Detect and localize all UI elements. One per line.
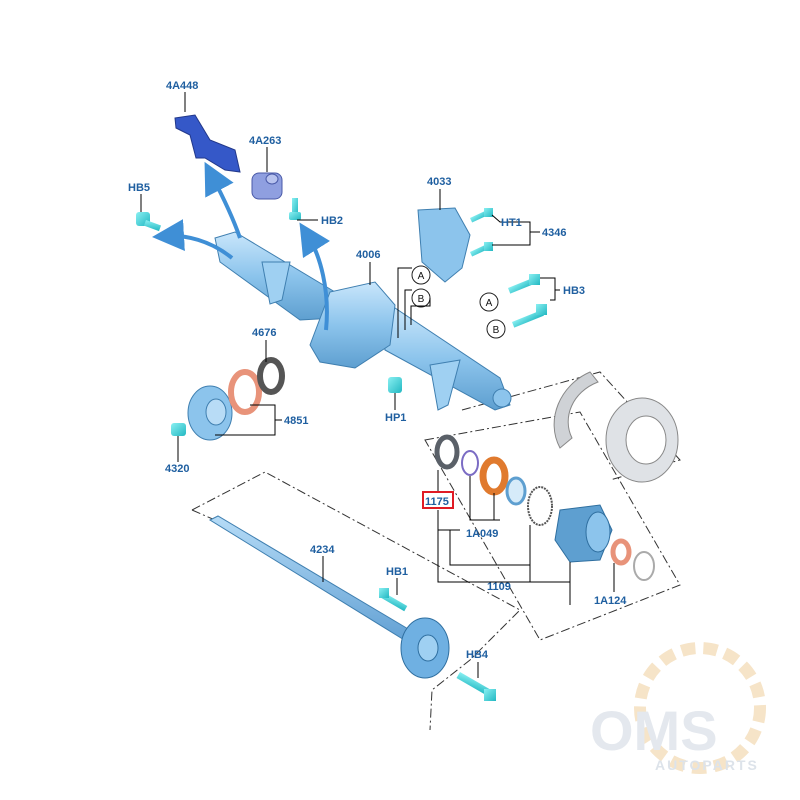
shaft-assembly-guide xyxy=(191,471,521,731)
label-4851: 4851 xyxy=(284,415,308,427)
callout-a: A xyxy=(411,265,431,285)
seal-1a124 xyxy=(610,538,632,566)
bolt-hb1 xyxy=(379,588,408,612)
callout-a-label: A xyxy=(418,271,425,282)
label-4006: 4006 xyxy=(356,249,380,261)
bolt-hb2 xyxy=(289,198,301,220)
label-hb1: HB1 xyxy=(386,566,408,578)
bolt-ht1 xyxy=(469,208,493,223)
callout-b2-label: B xyxy=(493,325,500,336)
o-ring xyxy=(633,551,655,581)
bearing-race xyxy=(505,476,527,506)
label-4234: 4234 xyxy=(310,544,335,556)
brake-rotor xyxy=(605,397,679,483)
bearing-1a049 xyxy=(479,456,509,496)
watermark-gear-icon xyxy=(634,642,766,774)
snap-ring xyxy=(461,450,479,476)
callout-b: B xyxy=(411,288,431,308)
brake-assembly-guide xyxy=(461,371,681,481)
seal-1175 xyxy=(434,434,460,470)
abs-tone-ring xyxy=(527,486,553,526)
label-4a448: 4A448 xyxy=(166,80,198,92)
nut-4320 xyxy=(171,423,186,436)
housing-end-right xyxy=(492,388,512,408)
label-ht1: HT1 xyxy=(501,217,522,229)
label-hb4: HB4 xyxy=(466,649,489,661)
label-hb2: HB2 xyxy=(321,215,343,227)
assembly-guides xyxy=(191,371,681,731)
seal-4676 xyxy=(257,357,285,395)
arrow-to-hb5 xyxy=(152,219,234,260)
axle-housing xyxy=(214,231,512,411)
label-1175: 1175 xyxy=(425,496,449,508)
leader-lines xyxy=(140,92,615,678)
spring-perch-left xyxy=(261,261,291,305)
flange-4851 xyxy=(187,385,233,441)
plug-hp1 xyxy=(388,377,402,393)
cover-4033 xyxy=(417,207,471,283)
part-labels: 4A448 4A263 HB5 HB2 4033 HT1 4346 4006 H… xyxy=(128,80,627,661)
label-4033: 4033 xyxy=(427,176,451,188)
bolt-hb3-b xyxy=(512,304,547,328)
bolt-hb3-a xyxy=(508,274,540,294)
label-4320: 4320 xyxy=(165,463,189,475)
label-1a124: 1A124 xyxy=(594,595,627,607)
brake-backing-plate xyxy=(553,371,599,449)
label-1109: 1109 xyxy=(487,581,511,593)
differential-housing xyxy=(309,281,396,369)
bracket-4a448 xyxy=(174,114,241,173)
bolt-hb4 xyxy=(456,672,496,701)
label-4a263: 4A263 xyxy=(249,135,281,147)
bolt-4346 xyxy=(470,242,493,257)
callout-a2-label: A xyxy=(486,298,493,309)
direction-arrows xyxy=(152,161,331,331)
label-4346: 4346 xyxy=(542,227,566,239)
label-1a049: 1A049 xyxy=(466,528,498,540)
arrow-to-4a263 xyxy=(299,222,331,331)
label-hb5: HB5 xyxy=(128,182,150,194)
gasket-4851 xyxy=(228,369,262,415)
callout-a2: A xyxy=(479,292,499,312)
bushing-4a263 xyxy=(251,172,283,200)
wheel-hub-1109 xyxy=(554,504,613,563)
highlight-box-1175 xyxy=(422,491,454,509)
axle-shaft-4234 xyxy=(208,515,450,679)
shaft-guide-lower xyxy=(191,509,216,521)
spring-perch-right xyxy=(429,359,461,411)
callout-b-label: B xyxy=(418,294,425,305)
watermark-sub: AUTOPARTS xyxy=(655,757,759,773)
label-hp1: HP1 xyxy=(385,412,406,424)
label-4676: 4676 xyxy=(252,327,276,339)
watermark: OMS AUTOPARTS xyxy=(590,642,766,774)
watermark-brand: OMS xyxy=(590,699,718,762)
bolts xyxy=(136,198,547,701)
label-hb3: HB3 xyxy=(563,285,585,297)
bolt-hb5 xyxy=(136,212,162,232)
hub-assembly-guide xyxy=(424,411,681,641)
arrow-to-4a448 xyxy=(204,161,242,239)
callout-b2: B xyxy=(486,319,506,339)
